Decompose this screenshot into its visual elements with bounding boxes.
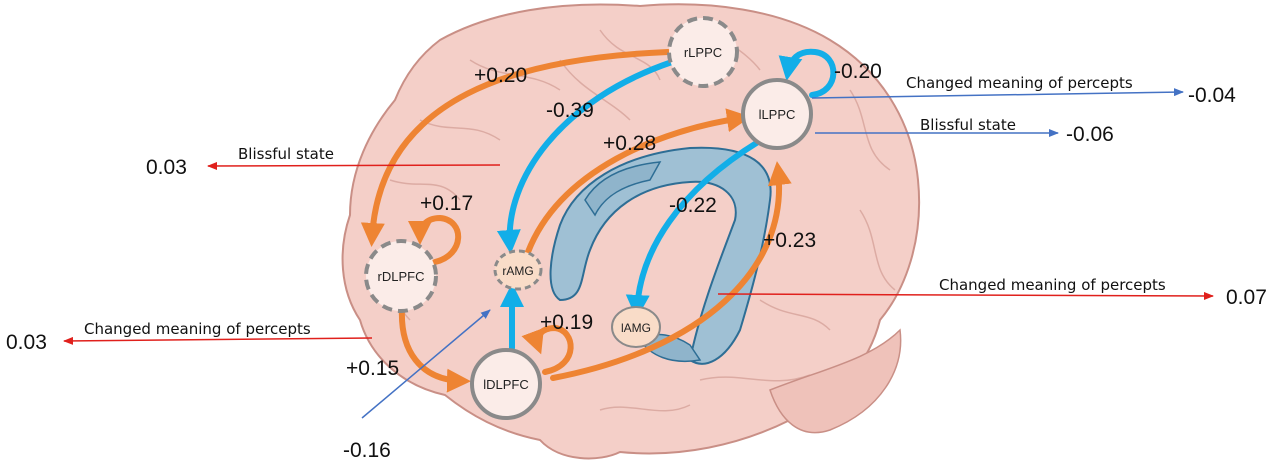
node-lAMG: lAMG	[611, 306, 661, 348]
outcome-value-lLPPC-changed-meaning: -0.04	[1188, 84, 1236, 107]
weight-rAMG-lLPPC: +0.28	[603, 132, 656, 155]
edge-lLPPC-self	[778, 48, 837, 98]
edge-lDLPFC-lLPPC	[550, 161, 792, 381]
outcome-label-rDLPFC-changed-meaning: Changed meaning of percepts	[84, 320, 311, 338]
node-label-lDLPFC: lDLPFC	[483, 377, 529, 392]
positive-connections	[360, 49, 792, 393]
outcome-value-lLPPC-blissful: -0.06	[1066, 123, 1114, 146]
node-label-lAMG: lAMG	[621, 321, 651, 335]
node-lDLPFC: lDLPFC	[470, 348, 542, 420]
edge-lLPPC-lAMG	[625, 139, 761, 319]
weight-lDLPFC-self: +0.19	[540, 311, 593, 334]
weight-lLPPC-self: -0.20	[834, 60, 882, 83]
weight-lLPPC-lAMG: -0.22	[669, 194, 717, 217]
weight-rDLPFC-lDLPFC: +0.15	[346, 357, 399, 380]
edge-rLPPC-rDLPFC	[360, 49, 671, 247]
outcome-labels: Changed meaning of percepts -0.04 Blissf…	[6, 74, 1267, 354]
outcome-arrows	[63, 88, 1214, 419]
node-label-rLPPC: rLPPC	[684, 45, 722, 60]
arrow-lDLPFC-input	[361, 309, 491, 419]
arrow-rDLPFC-changed-meaning	[63, 336, 373, 345]
weight-rLPPC-rDLPFC: +0.20	[474, 64, 527, 87]
outcome-label-lLPPC-blissful: Blissful state	[920, 116, 1016, 134]
edge-lDLPFC-self	[521, 324, 574, 375]
outcome-label-rDLPFC-blissful: Blissful state	[238, 145, 334, 163]
cerebellum	[769, 328, 902, 434]
weight-rDLPFC-self: +0.17	[420, 192, 473, 215]
node-rDLPFC: rDLPFC	[364, 239, 438, 313]
node-lLPPC: lLPPC	[741, 78, 813, 150]
edge-labels: +0.20 -0.39 -0.20 +0.28 +0.17 -0.22 +0.2…	[343, 60, 882, 462]
edge-rAMG-lLPPC	[525, 108, 751, 255]
edge-rLPPC-rAMG	[496, 59, 675, 254]
outcome-label-lDLPFC-changed-meaning: Changed meaning of percepts	[939, 276, 1166, 294]
outcome-label-lLPPC-changed-meaning: Changed meaning of percepts	[906, 74, 1133, 92]
nodes: rLPPC lLPPC rDLPFC lDLPFC rAMG lAMG	[364, 16, 813, 420]
arrow-rDLPFC-blissful	[207, 161, 501, 170]
weight-rLPPC-rAMG: -0.39	[546, 99, 594, 122]
node-label-rAMG: rAMG	[502, 264, 533, 278]
outcome-value-rDLPFC-blissful: 0.03	[146, 156, 187, 179]
arrow-lLPPC-changed-meaning	[811, 88, 1184, 99]
node-rAMG: rAMG	[493, 249, 543, 291]
node-label-rDLPFC: rDLPFC	[378, 269, 425, 284]
outcome-value-lDLPFC-changed-meaning: 0.07	[1226, 286, 1267, 309]
outcome-value-rDLPFC-changed-meaning: 0.03	[6, 331, 47, 354]
arrow-lDLPFC-changed-meaning	[717, 291, 1214, 300]
edge-rDLPFC-lDLPFC	[398, 305, 471, 393]
negative-connections	[496, 48, 837, 351]
weight-lDLPFC-lLPPC: +0.23	[763, 229, 816, 252]
node-label-lLPPC: lLPPC	[759, 107, 796, 122]
edge-rDLPFC-self	[408, 214, 462, 265]
weight-lDLPFC-input: -0.16	[343, 439, 391, 462]
node-rLPPC: rLPPC	[667, 16, 739, 88]
